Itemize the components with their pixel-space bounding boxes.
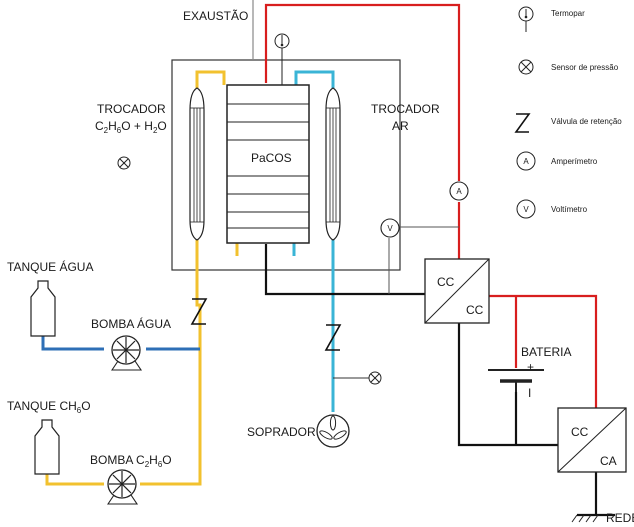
legend-check-valve-icon	[514, 113, 531, 133]
hot-box-enclosure	[171, 59, 401, 271]
dcdc-top-label: CC	[437, 275, 455, 289]
legend-pressure-sensor-icon	[518, 59, 534, 75]
voltmeter-icon: V	[380, 218, 400, 238]
ammeter-symbol: A	[456, 187, 462, 196]
air-exchanger-label-line1: TROCADOR	[371, 102, 440, 116]
water-pump	[110, 335, 143, 371]
legend-label: Amperímetro	[551, 157, 598, 166]
dc-dc-converter	[424, 258, 490, 324]
thermocouple-icon	[274, 33, 290, 85]
fuel-pump-label: BOMBA C2H6O	[90, 453, 172, 469]
pressure-sensor-icon	[368, 371, 382, 385]
battery-minus-label: I	[528, 386, 531, 400]
fuel-exchanger-label-line2: C2H6O + H2O	[95, 119, 167, 135]
air-heat-exchanger	[325, 87, 341, 241]
stack-label: PaCOS	[251, 151, 292, 165]
legend-thermocouple-icon	[518, 6, 534, 32]
dcac-top-label: CC	[571, 425, 589, 439]
svg-text:V: V	[523, 205, 529, 214]
dc-ac-inverter	[557, 407, 627, 473]
ground-symbol	[571, 514, 599, 523]
legend-label: Termopar	[551, 9, 585, 18]
fuel-pump	[106, 469, 139, 505]
exhaust-label: EXAUSTÃO	[183, 9, 248, 23]
battery-label: BATERIA	[521, 345, 571, 359]
sofc-stack	[226, 84, 310, 244]
water-tank-label: TANQUE ÁGUA	[7, 259, 93, 274]
battery-icon	[488, 369, 544, 392]
fuel-lines	[45, 70, 239, 486]
fuel-tank-label: TANQUE CH6O	[7, 399, 91, 415]
fuel-tank	[34, 419, 60, 475]
blower-icon	[316, 414, 350, 448]
dcac-bottom-label: CA	[600, 454, 617, 468]
legend: Termopar Sensor de pressão Válvula de re…	[514, 6, 622, 219]
electric-lines	[264, 3, 598, 408]
dc-lines	[264, 244, 615, 517]
voltmeter-symbol: V	[387, 224, 393, 233]
grid-label: REDE	[606, 511, 634, 525]
svg-text:A: A	[523, 157, 529, 166]
water-tank	[30, 280, 56, 337]
check-valve-icon	[190, 298, 208, 325]
legend-label: Válvula de retenção	[551, 117, 622, 126]
legend-ammeter-icon: A	[516, 151, 536, 171]
dcdc-bottom-label: CC	[466, 303, 484, 317]
check-valve-icon	[324, 324, 342, 351]
water-lines	[41, 336, 200, 351]
fuel-heat-exchanger	[189, 87, 205, 241]
blower-label: SOPRADOR	[247, 425, 316, 439]
legend-label: Sensor de pressão	[551, 63, 619, 72]
legend-label: Voltímetro	[551, 205, 588, 214]
air-exchanger-label-line2: AR	[392, 119, 409, 133]
battery-plus-label: +	[527, 360, 534, 374]
legend-voltmeter-icon: V	[516, 199, 536, 219]
pressure-sensor-icon	[117, 156, 131, 170]
water-pump-label: BOMBA ÁGUA	[91, 316, 171, 331]
fuel-exchanger-label-line1: TROCADOR	[97, 102, 166, 116]
ammeter-icon: A	[449, 181, 469, 201]
